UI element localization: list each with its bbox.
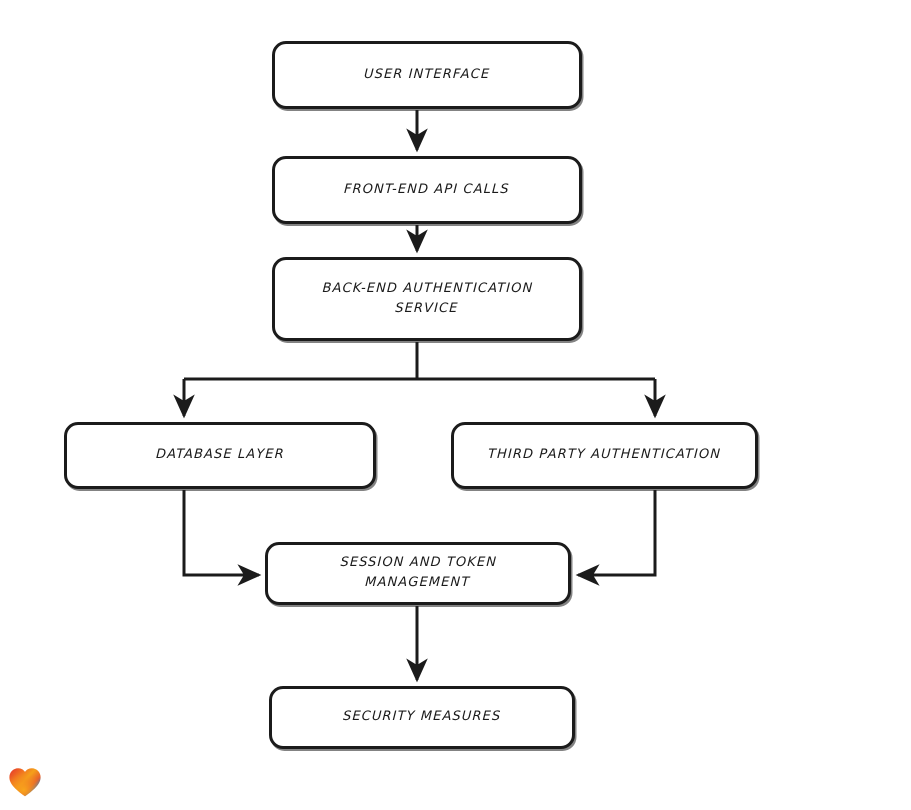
edge-thirdparty-to-session (575, 490, 657, 586)
heart-icon (8, 766, 42, 798)
node-frontend-api-calls-label: Front-End API Calls (343, 181, 511, 197)
node-backend-authentication-service-label: Back-End Authentication Service (321, 280, 534, 316)
node-security-measures[interactable]: Security Measures (269, 686, 575, 749)
node-frontend-api-calls[interactable]: Front-End API Calls (272, 156, 582, 224)
node-security-measures-label: Security Measures (342, 709, 502, 725)
node-backend-authentication-service[interactable]: Back-End Authentication Service (272, 257, 582, 341)
node-database-layer-label: Database Layer (155, 447, 285, 463)
node-user-interface-label: User Interface (363, 66, 491, 82)
node-session-and-token-management[interactable]: Session and Token Management (265, 542, 571, 605)
edge-database-to-session (182, 490, 262, 586)
node-session-and-token-management-label: Session and Token Management (339, 555, 498, 591)
node-third-party-authentication[interactable]: Third Party Authentication (451, 422, 758, 489)
node-third-party-authentication-label: Third Party Authentication (487, 447, 722, 463)
node-user-interface[interactable]: User Interface (272, 41, 582, 109)
node-database-layer[interactable]: Database Layer (64, 422, 376, 489)
